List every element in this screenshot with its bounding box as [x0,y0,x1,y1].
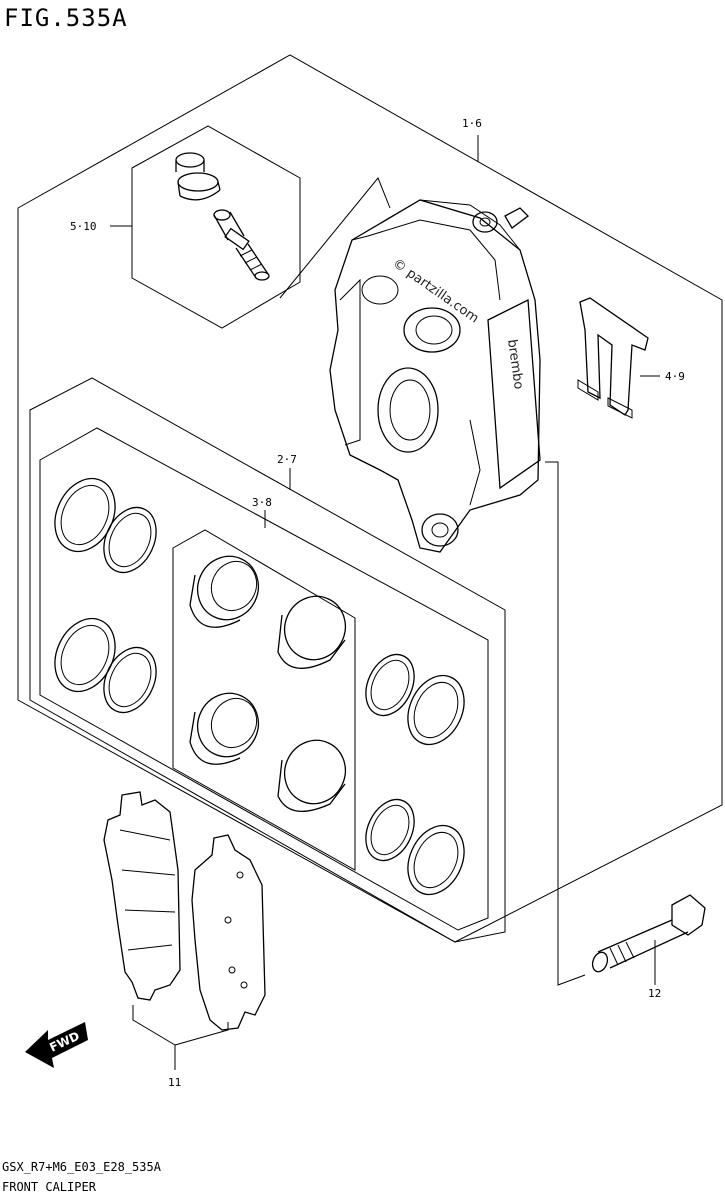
assembly-5-10-box [131,125,301,329]
callout-5-10: 5·10 [70,220,97,233]
callout-12: 12 [648,987,661,1000]
callout-2-7: 2·7 [277,453,297,466]
brake-pad-front-icon [103,791,181,1001]
seal-ring-icons [54,477,465,896]
callout-11: 11 [168,1076,181,1089]
fwd-arrow-icon: FWD [25,1022,88,1068]
assembly-3-8-box [39,427,489,931]
callout-3-8: 3·8 [252,496,272,509]
pad-spring-icon [577,297,649,419]
piston-subbox [172,529,356,871]
mounting-bolt-icon [591,894,706,973]
figure-title: FIG.535A [4,4,128,32]
leader-5-10-zigzag [279,177,391,299]
caliper-body-icon [329,199,541,553]
callout-4-9: 4·9 [665,370,685,383]
brembo-logo: brembo [504,338,526,390]
leader-lines [110,135,660,1070]
assembly-2-7-box [29,377,506,943]
assembly-1-6-outline [17,54,723,943]
brake-pad-rear-icon [191,834,266,1031]
bleeder-screw-icon [213,209,270,281]
figure-code: GSX_R7+M6_E03_E28_535A [2,1160,161,1174]
callout-1-6: 1·6 [462,117,482,130]
figure-name: FRONT CALIPER [2,1180,96,1194]
piston-icons [189,555,347,812]
bleeder-cap-icon [175,152,221,201]
